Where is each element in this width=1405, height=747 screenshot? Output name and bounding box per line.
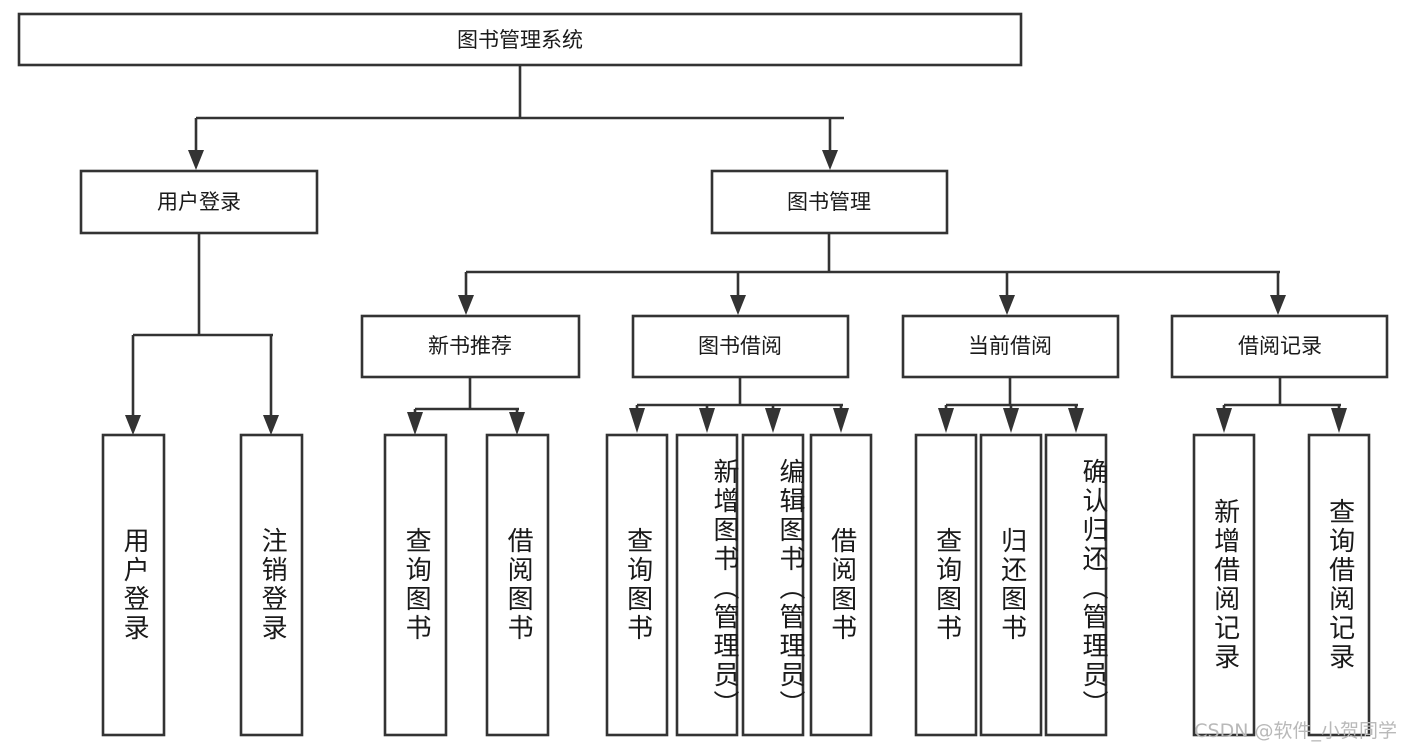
leaf-box-newbook-1[interactable] — [485, 433, 550, 737]
leaf-box-currentborrow-1[interactable] — [979, 433, 1043, 737]
node-current-borrow-label: 当前借阅 — [968, 334, 1052, 358]
node-book-borrow-label: 图书借阅 — [698, 334, 782, 358]
leaf-boxes-user-login — [101, 433, 304, 737]
connector-bookborrow-to-leaves — [629, 377, 849, 433]
node-borrow-records-label: 借阅记录 — [1238, 334, 1322, 358]
node-new-book-recommendation-label: 新书推荐 — [428, 334, 512, 358]
node-root-system[interactable]: 图书管理系统 — [17, 12, 1023, 67]
leaf-box-bookborrow-2[interactable] — [741, 433, 805, 737]
node-borrow-records[interactable]: 借阅记录 — [1170, 314, 1389, 379]
connector-userlogin-to-leaves — [125, 233, 279, 435]
leaf-box-user-login-0[interactable] — [101, 433, 166, 737]
leaf-boxes-new-book-recommendation — [383, 433, 550, 737]
node-book-borrow[interactable]: 图书借阅 — [631, 314, 850, 379]
leaf-box-user-login-1[interactable] — [239, 433, 304, 737]
leaf-boxes-current-borrow — [914, 433, 1108, 737]
leaf-boxes-borrow-records — [1192, 433, 1371, 737]
connector-newbook-to-leaves — [407, 377, 525, 435]
node-book-management-label: 图书管理 — [787, 190, 871, 214]
leaf-box-newbook-0[interactable] — [383, 433, 448, 737]
node-current-borrow[interactable]: 当前借阅 — [901, 314, 1120, 379]
connector-borrowrecords-to-leaves — [1216, 377, 1347, 433]
node-root-system-label: 图书管理系统 — [457, 28, 583, 52]
node-new-book-recommendation[interactable]: 新书推荐 — [360, 314, 581, 379]
connector-currentborrow-to-leaves — [938, 377, 1084, 433]
leaf-boxes-book-borrow — [605, 433, 873, 737]
node-user-login[interactable]: 用户登录 — [79, 169, 319, 235]
connector-root-to-level2 — [188, 65, 844, 170]
leaf-box-borrowrecords-1[interactable] — [1307, 433, 1371, 737]
leaf-box-bookborrow-3[interactable] — [809, 433, 873, 737]
csdn-watermark: CSDN @软件_小贺同学 — [1194, 720, 1397, 742]
leaf-box-borrowrecords-0[interactable] — [1192, 433, 1256, 737]
node-book-management[interactable]: 图书管理 — [710, 169, 949, 235]
leaf-box-currentborrow-0[interactable] — [914, 433, 978, 737]
leaf-box-currentborrow-2[interactable] — [1044, 433, 1108, 737]
node-user-login-label: 用户登录 — [157, 190, 241, 214]
leaf-box-bookborrow-0[interactable] — [605, 433, 669, 737]
connector-bookmgmt-to-level3 — [458, 233, 1286, 315]
leaf-box-bookborrow-1[interactable] — [675, 433, 739, 737]
